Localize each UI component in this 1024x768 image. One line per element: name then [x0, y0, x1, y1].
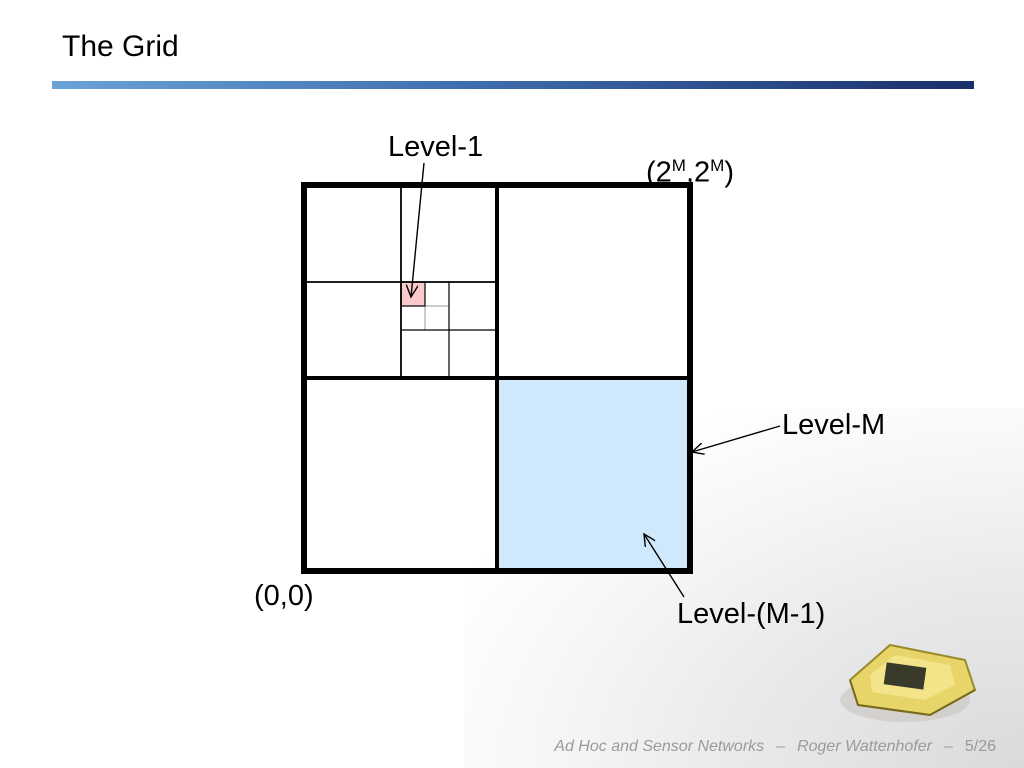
footer-course: Ad Hoc and Sensor Networks: [554, 738, 765, 755]
level-1-arrow: [411, 162, 425, 297]
title-underline-bar: [52, 81, 974, 89]
corner-top-right-label: (2M,2M): [646, 156, 734, 189]
level-m1-quadrant: [497, 378, 690, 571]
footer-author: Roger Wattenhofer: [797, 738, 932, 755]
origin-label: (0,0): [254, 580, 314, 612]
level-3-gridlines: [304, 185, 497, 378]
page-title: The Grid: [62, 30, 179, 63]
level-m-arrow: [692, 425, 781, 452]
level-m1-gridlines: [304, 185, 690, 571]
level-1-cell: [401, 282, 425, 306]
level-m1-label: Level-(M-1): [677, 598, 826, 630]
slide-footer: Ad Hoc and Sensor Networks–Roger Wattenh…: [554, 738, 996, 755]
level-m-outer-square: [301, 182, 693, 574]
page-number: 5/26: [964, 738, 996, 755]
level-m-label: Level-M: [782, 409, 886, 441]
level-m1-arrow: [644, 534, 685, 598]
level-1-label: Level-1: [388, 131, 484, 163]
